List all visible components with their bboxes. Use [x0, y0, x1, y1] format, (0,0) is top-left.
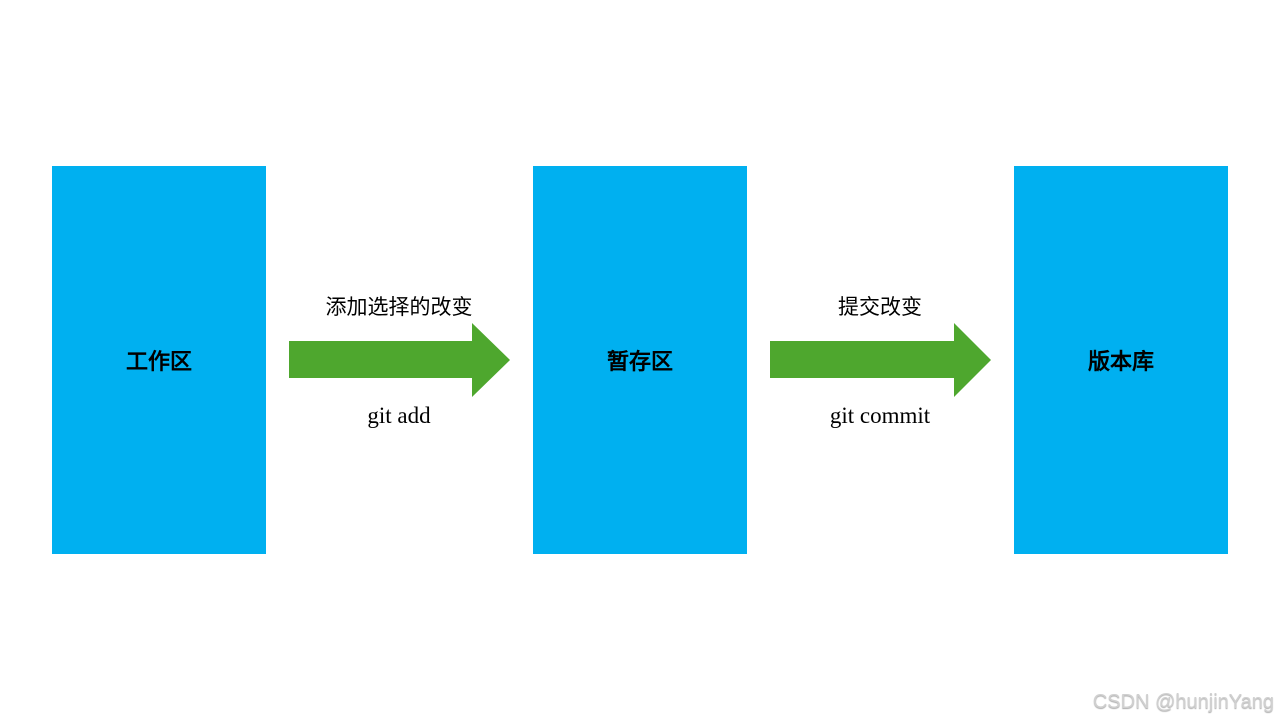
transition-description: 提交改变	[838, 295, 922, 319]
watermark: CSDN @hunjinYang	[1092, 691, 1274, 713]
working-directory-box: 工作区	[52, 166, 266, 554]
transition-description: 添加选择的改变	[325, 295, 473, 319]
stage-label: 暂存区	[606, 349, 673, 375]
staging-area-box: 暂存区	[533, 166, 747, 554]
stage-label: 版本库	[1087, 349, 1154, 375]
arrow-right-icon	[770, 323, 991, 397]
transition-command: git commit	[829, 403, 931, 428]
transition-command: git add	[367, 403, 431, 428]
arrow-right-icon	[289, 323, 510, 397]
stage-label: 工作区	[125, 349, 192, 375]
repository-box: 版本库	[1014, 166, 1228, 554]
